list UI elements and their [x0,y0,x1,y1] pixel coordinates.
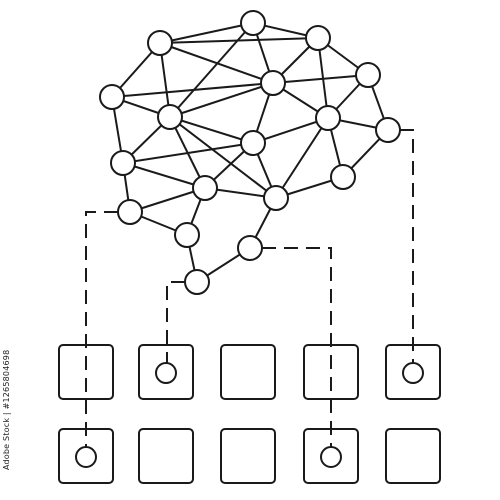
brain-edge [159,37,319,44]
brain-node [157,104,183,130]
brain-edge [275,117,329,199]
grid-box [385,344,441,400]
brain-node [375,117,401,143]
dashed-connector [400,129,414,372]
box-dot [320,446,342,468]
brain-edge [159,22,254,44]
brain-node [110,150,136,176]
dashed-connector [85,211,118,456]
grid-box [138,428,194,484]
brain-edge [169,82,274,118]
brain-node [99,84,125,110]
grid-box [138,344,194,400]
brain-node [355,62,381,88]
brain-edge [111,82,274,98]
connector-layer [85,129,414,456]
brain-node [263,185,289,211]
brain-node [237,235,263,261]
brain-node [117,199,143,225]
brain-edge [159,42,274,84]
brain-edge [129,187,206,213]
grid-box [220,428,276,484]
brain-node [174,222,200,248]
grid-box [303,344,359,400]
brain-edge [122,142,254,164]
brain-edge [252,117,329,144]
brain-node [184,269,210,295]
brain-node [240,10,266,36]
box-dot [155,362,177,384]
brain-node [192,175,218,201]
brain-node [260,70,286,96]
brain-node [240,130,266,156]
grid-box [385,428,441,484]
grid-box [303,428,359,484]
brain-node [305,25,331,51]
brain-edge [169,116,277,199]
grid-box [58,344,114,400]
brain-edge [169,22,254,118]
brain-node [330,164,356,190]
brain-edge [122,162,206,189]
watermark-side-text: Adobe Stock | #1265804698 [2,349,11,470]
grid-box [58,428,114,484]
brain-edge [169,116,254,144]
dashed-connector [262,247,332,456]
brain-node-layer [99,10,401,295]
box-grid [58,344,441,484]
box-dot [402,362,424,384]
box-dot [75,446,97,468]
brain-edge [272,74,369,84]
dashed-connector [166,281,185,372]
grid-box [220,344,276,400]
brain-node [147,30,173,56]
brain-node [315,105,341,131]
